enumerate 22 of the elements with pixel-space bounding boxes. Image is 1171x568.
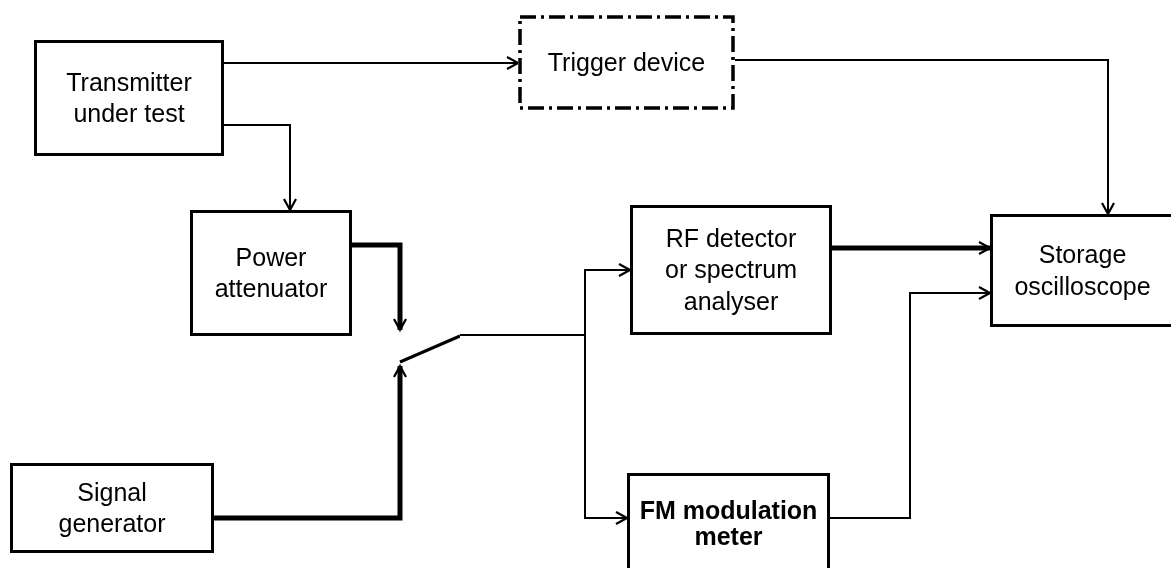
block-box bbox=[190, 210, 352, 336]
arrow bbox=[223, 124, 298, 212]
arrow bbox=[352, 242, 408, 332]
arrow bbox=[214, 364, 408, 521]
arrow bbox=[734, 59, 1116, 216]
block-label: Signal generator bbox=[57, 476, 167, 539]
block-label: Storage oscilloscope bbox=[1013, 239, 1152, 302]
block-label: Transmitter under test bbox=[65, 66, 193, 129]
block-box bbox=[518, 15, 735, 110]
arrow bbox=[459, 334, 629, 526]
block-box bbox=[627, 473, 830, 568]
arrow bbox=[829, 285, 992, 519]
block-box bbox=[990, 214, 1171, 327]
block-label: Trigger device bbox=[547, 46, 706, 78]
block-box bbox=[10, 463, 214, 553]
arrow bbox=[832, 240, 992, 256]
block-label: RF detector or spectrum analyser bbox=[664, 223, 798, 317]
block-box bbox=[34, 40, 224, 156]
block-box bbox=[630, 205, 832, 335]
block-label: FM modulation meter bbox=[638, 496, 819, 550]
arrow bbox=[223, 55, 520, 71]
block-label: Power attenuator bbox=[213, 241, 329, 304]
